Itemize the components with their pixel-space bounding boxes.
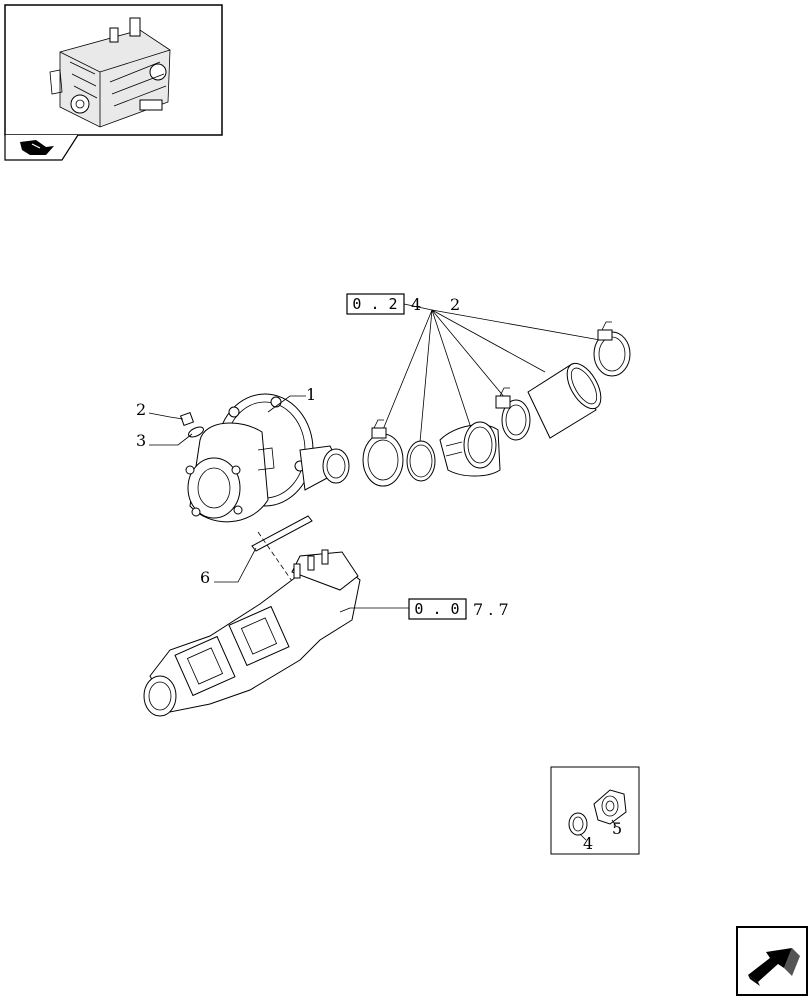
- reference-label-mid[interactable]: 0 . 0 7 . 7: [339, 598, 509, 620]
- ref-top-suffix-a: 4: [411, 295, 421, 314]
- callout-1[interactable]: 1: [267, 385, 316, 413]
- seal-ring-part-4[interactable]: 4: [568, 812, 593, 853]
- turbocharger[interactable]: [185, 393, 350, 523]
- assembly-axis: [257, 531, 295, 585]
- plug-part-5[interactable]: 5: [593, 789, 627, 838]
- callout-2[interactable]: 2: [136, 400, 184, 420]
- clamp-2[interactable]: [495, 387, 531, 441]
- exhaust-manifold[interactable]: [143, 549, 361, 717]
- callout-6[interactable]: 6: [200, 547, 257, 587]
- ref-mid-suffix: 7 . 7: [473, 600, 509, 619]
- ref-top-leaders: [381, 303, 601, 443]
- ref-top-suffix-b: 2: [450, 295, 460, 314]
- ref-top-boxed: 0 . 2: [352, 295, 397, 313]
- svg-text:4: 4: [583, 834, 593, 853]
- book-hand-icon[interactable]: [4, 134, 79, 161]
- hose-elbow[interactable]: [439, 421, 501, 477]
- callout-3[interactable]: 3: [136, 431, 193, 450]
- svg-text:3: 3: [136, 431, 146, 450]
- engine-thumbnail-icon[interactable]: [4, 4, 223, 136]
- svg-text:5: 5: [612, 819, 622, 838]
- next-page-arrow-icon[interactable]: [736, 926, 808, 996]
- stud-part-2[interactable]: [179, 411, 195, 427]
- o-ring-1[interactable]: [406, 440, 436, 482]
- clamp-3[interactable]: [593, 321, 631, 377]
- ref-mid-boxed: 0 . 0: [414, 600, 459, 618]
- svg-text:2: 2: [136, 400, 146, 419]
- washer-part-3[interactable]: [187, 425, 205, 439]
- reference-label-top[interactable]: 0 . 2 4 2: [346, 293, 460, 315]
- clamp-1[interactable]: [362, 419, 404, 487]
- svg-text:6: 6: [200, 568, 210, 587]
- gasket-part-6[interactable]: [251, 515, 313, 552]
- straight-hose[interactable]: [527, 358, 608, 439]
- svg-text:1: 1: [306, 385, 316, 404]
